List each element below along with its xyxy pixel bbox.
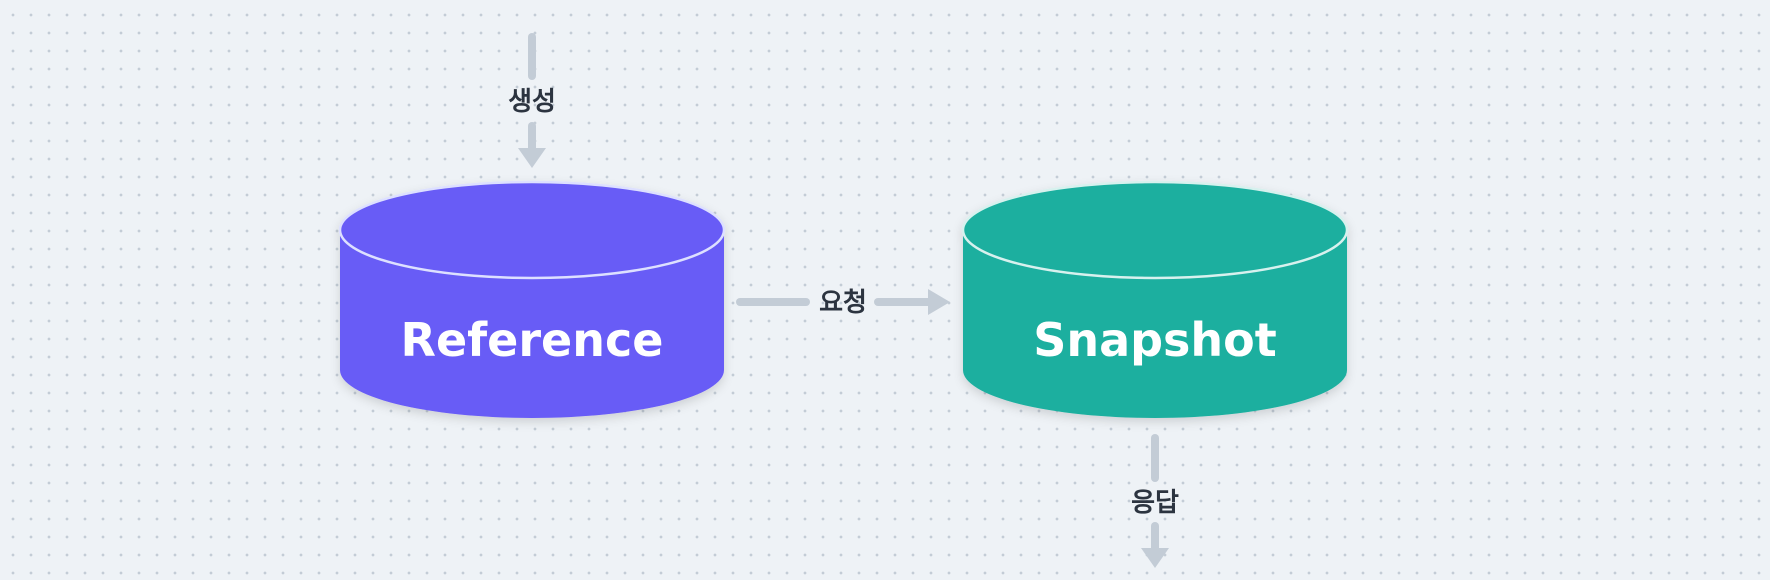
arrow-response: 응답 [1131, 434, 1179, 568]
reference-top [338, 180, 726, 280]
arrow-request: 요청 [736, 288, 950, 318]
arrowhead-down-icon [518, 148, 546, 168]
edge-label-request: 요청 [819, 288, 867, 318]
edge-label-create: 생성 [508, 87, 556, 117]
node-label-snapshot: Snapshot [1033, 313, 1277, 367]
node-snapshot[interactable] [961, 180, 1349, 418]
arrow-create: 생성 [508, 33, 556, 168]
snapshot-top [961, 180, 1349, 280]
node-reference[interactable] [338, 180, 726, 418]
node-label-reference: Reference [401, 313, 664, 367]
arrowhead-right-icon [928, 289, 950, 315]
edge-label-response: 응답 [1131, 488, 1179, 518]
arrowhead-down-icon [1141, 548, 1169, 568]
